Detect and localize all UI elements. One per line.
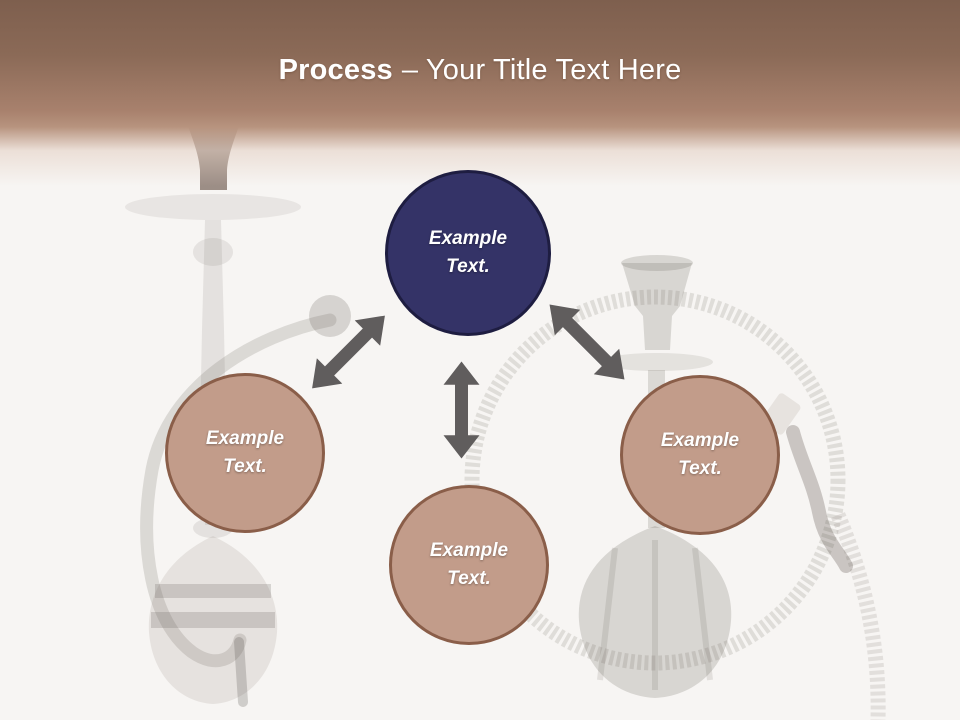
process-step-left[interactable]: Example Text. <box>165 373 325 533</box>
process-step-label: Example Text. <box>428 228 508 277</box>
process-step-label: Example Text. <box>429 540 509 589</box>
arrow-top-to-right[interactable] <box>537 292 637 392</box>
left-hookah-silhouette <box>125 126 351 707</box>
process-step-bottom[interactable]: Example Text. <box>389 485 549 645</box>
process-step-top[interactable]: Example Text. <box>385 170 551 336</box>
title-highlight: Process <box>278 54 393 86</box>
process-step-label: Example Text. <box>205 428 285 477</box>
arrow-top-to-left[interactable] <box>299 303 397 401</box>
process-step-right[interactable]: Example Text. <box>620 375 780 535</box>
double-arrow-icon <box>312 315 385 389</box>
title-rest: – Your Title Text Here <box>401 54 682 86</box>
process-step-label: Example Text. <box>660 430 740 479</box>
slide-title: Process– Your Title Text Here <box>0 54 960 87</box>
double-arrow-icon <box>443 361 480 459</box>
double-arrow-icon <box>549 304 625 380</box>
arrow-top-to-bottom[interactable] <box>443 361 480 459</box>
